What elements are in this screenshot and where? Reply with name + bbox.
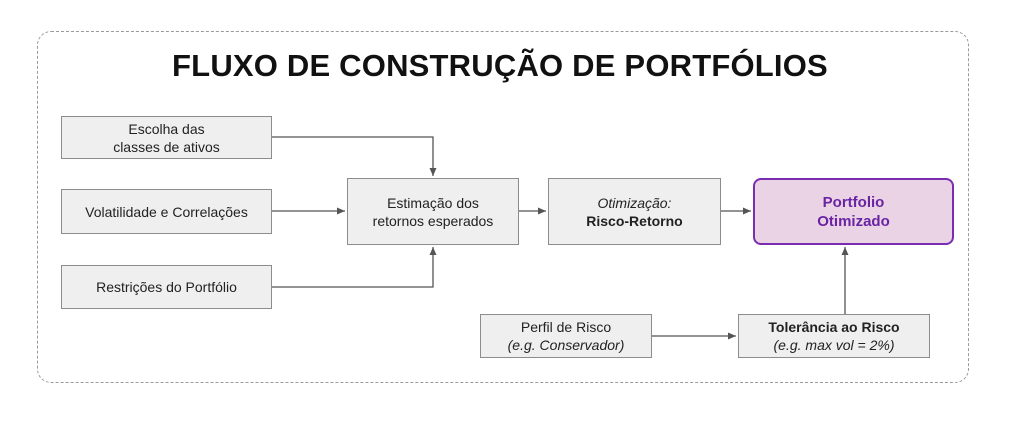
node-optimization-line1: Otimização: <box>597 194 672 211</box>
node-optimization-line2: Risco-Retorno <box>586 212 683 229</box>
node-estimation-line1: Estimação dos <box>387 194 479 211</box>
diagram-frame <box>37 31 969 383</box>
node-optimization: Otimização: Risco-Retorno <box>548 178 721 245</box>
node-optimized-portfolio-line1: Portfolio <box>822 193 885 211</box>
node-estimation: Estimação dos retornos esperados <box>347 178 519 245</box>
node-estimation-line2: retornos esperados <box>372 212 494 229</box>
node-constraints: Restrições do Portfólio <box>61 265 272 309</box>
connector-constraints-to-estimation <box>272 247 437 288</box>
node-risk-profile: Perfil de Risco (e.g. Conservador) <box>480 314 652 358</box>
node-risk-profile-line1: Perfil de Risco <box>520 319 612 335</box>
node-asset-classes: Escolha das classes de ativos <box>61 116 272 159</box>
node-asset-classes-line1: Escolha das <box>128 120 205 137</box>
node-asset-classes-line2: classes de ativos <box>113 138 220 155</box>
diagram-title: FLUXO DE CONSTRUÇÃO DE PORTFÓLIOS <box>172 48 828 83</box>
connector-asset-classes-to-estimation <box>272 136 437 176</box>
node-risk-tolerance: Tolerância ao Risco (e.g. max vol = 2%) <box>738 314 930 358</box>
node-risk-tolerance-line1: Tolerância ao Risco <box>768 319 900 335</box>
node-volatility-line1: Volatilidade e Correlações <box>85 203 248 220</box>
node-constraints-line1: Restrições do Portfólio <box>96 279 237 295</box>
node-volatility: Volatilidade e Correlações <box>61 189 272 234</box>
node-risk-tolerance-line2: (e.g. max vol = 2%) <box>773 337 895 353</box>
node-optimized-portfolio-line2: Otimizado <box>817 212 890 230</box>
node-risk-profile-line2: (e.g. Conservador) <box>507 337 625 353</box>
node-optimized-portfolio: Portfolio Otimizado <box>753 178 954 245</box>
